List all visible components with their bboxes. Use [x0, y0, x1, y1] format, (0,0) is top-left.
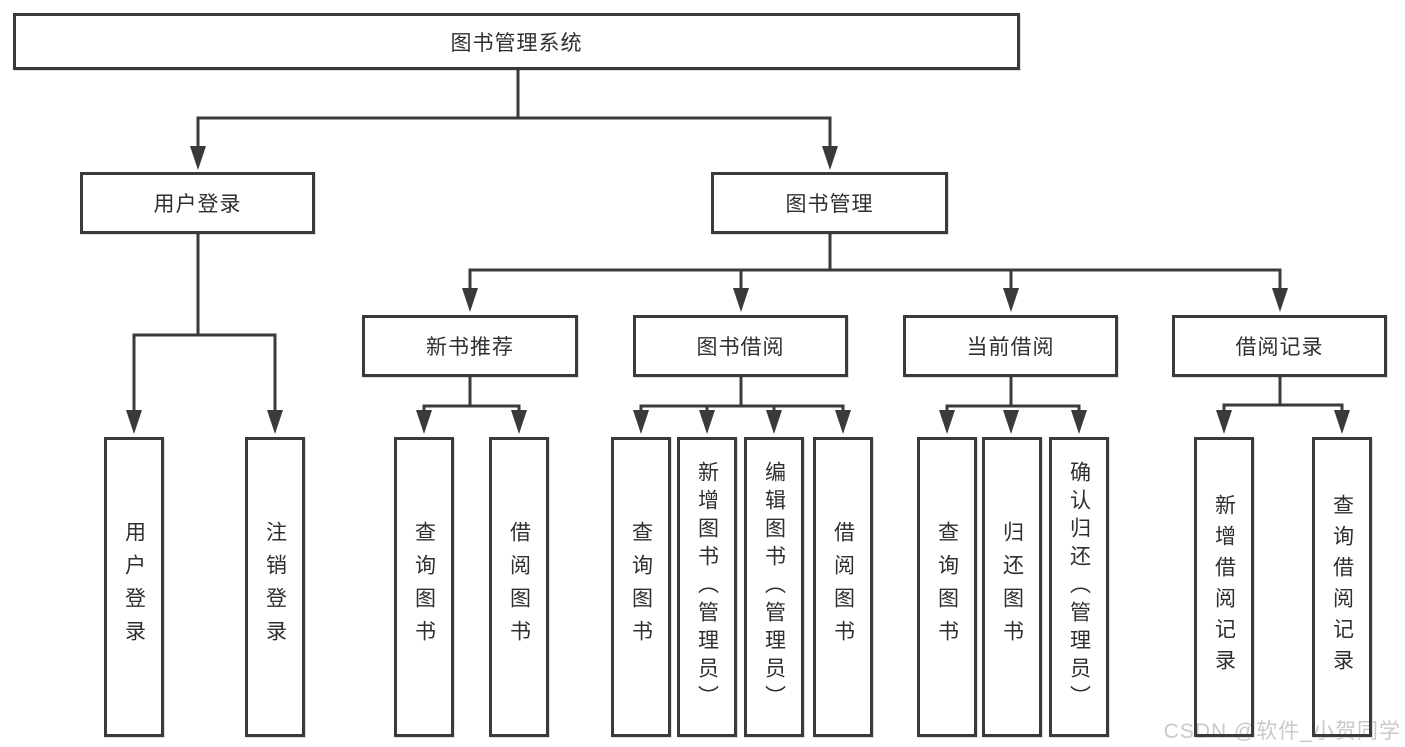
node-user-login: 用户登录: [80, 172, 315, 234]
node-label: 用户登录: [122, 521, 146, 653]
node-leaf-confirm-return-admin: 确认归还（管理员）: [1049, 437, 1109, 737]
node-root-system: 图书管理系统: [13, 13, 1020, 70]
node-current-borrow: 当前借阅: [903, 315, 1118, 377]
node-label: 新书推荐: [426, 336, 514, 359]
node-label: 图书管理: [785, 193, 874, 216]
node-new-book-recommend: 新书推荐: [362, 315, 578, 377]
node-leaf-edit-book-admin: 编辑图书（管理员）: [744, 437, 804, 737]
node-label: 查询图书: [629, 521, 653, 653]
node-label: 图书借阅: [696, 336, 785, 359]
node-leaf-borrow-books-1: 借阅图书: [489, 437, 549, 737]
node-label: 查询借阅记录: [1330, 494, 1354, 680]
node-leaf-query-borrow-record: 查询借阅记录: [1312, 437, 1372, 737]
node-leaf-query-books-3: 查询图书: [917, 437, 977, 737]
node-leaf-add-book-admin: 新增图书（管理员）: [677, 437, 737, 737]
node-label: 借阅记录: [1235, 336, 1324, 359]
node-label: 当前借阅: [966, 336, 1055, 359]
node-label: 新增图书（管理员）: [695, 461, 719, 713]
node-label: 借阅图书: [507, 521, 531, 653]
node-borrow-records: 借阅记录: [1172, 315, 1387, 377]
node-leaf-user-login: 用户登录: [104, 437, 164, 737]
node-leaf-query-books-2: 查询图书: [611, 437, 671, 737]
node-label: 新增借阅记录: [1212, 494, 1236, 680]
node-leaf-return-book: 归还图书: [982, 437, 1042, 737]
node-label: 确认归还（管理员）: [1067, 461, 1091, 713]
csdn-watermark: CSDN @软件_小贺同学: [1163, 720, 1401, 743]
node-label: 注销登录: [263, 521, 287, 653]
node-leaf-query-books-1: 查询图书: [394, 437, 454, 737]
node-book-borrow: 图书借阅: [633, 315, 848, 377]
node-label: 借阅图书: [831, 521, 855, 653]
node-leaf-logout: 注销登录: [245, 437, 305, 737]
node-leaf-borrow-books-2: 借阅图书: [813, 437, 873, 737]
node-leaf-add-borrow-record: 新增借阅记录: [1194, 437, 1254, 737]
node-label: 图书管理系统: [450, 31, 583, 55]
node-book-management: 图书管理: [711, 172, 948, 234]
node-label: 归还图书: [1000, 521, 1024, 653]
node-label: 查询图书: [935, 521, 959, 653]
node-label: 编辑图书（管理员）: [762, 461, 786, 713]
node-label: 用户登录: [153, 193, 242, 216]
node-label: 查询图书: [412, 521, 436, 653]
